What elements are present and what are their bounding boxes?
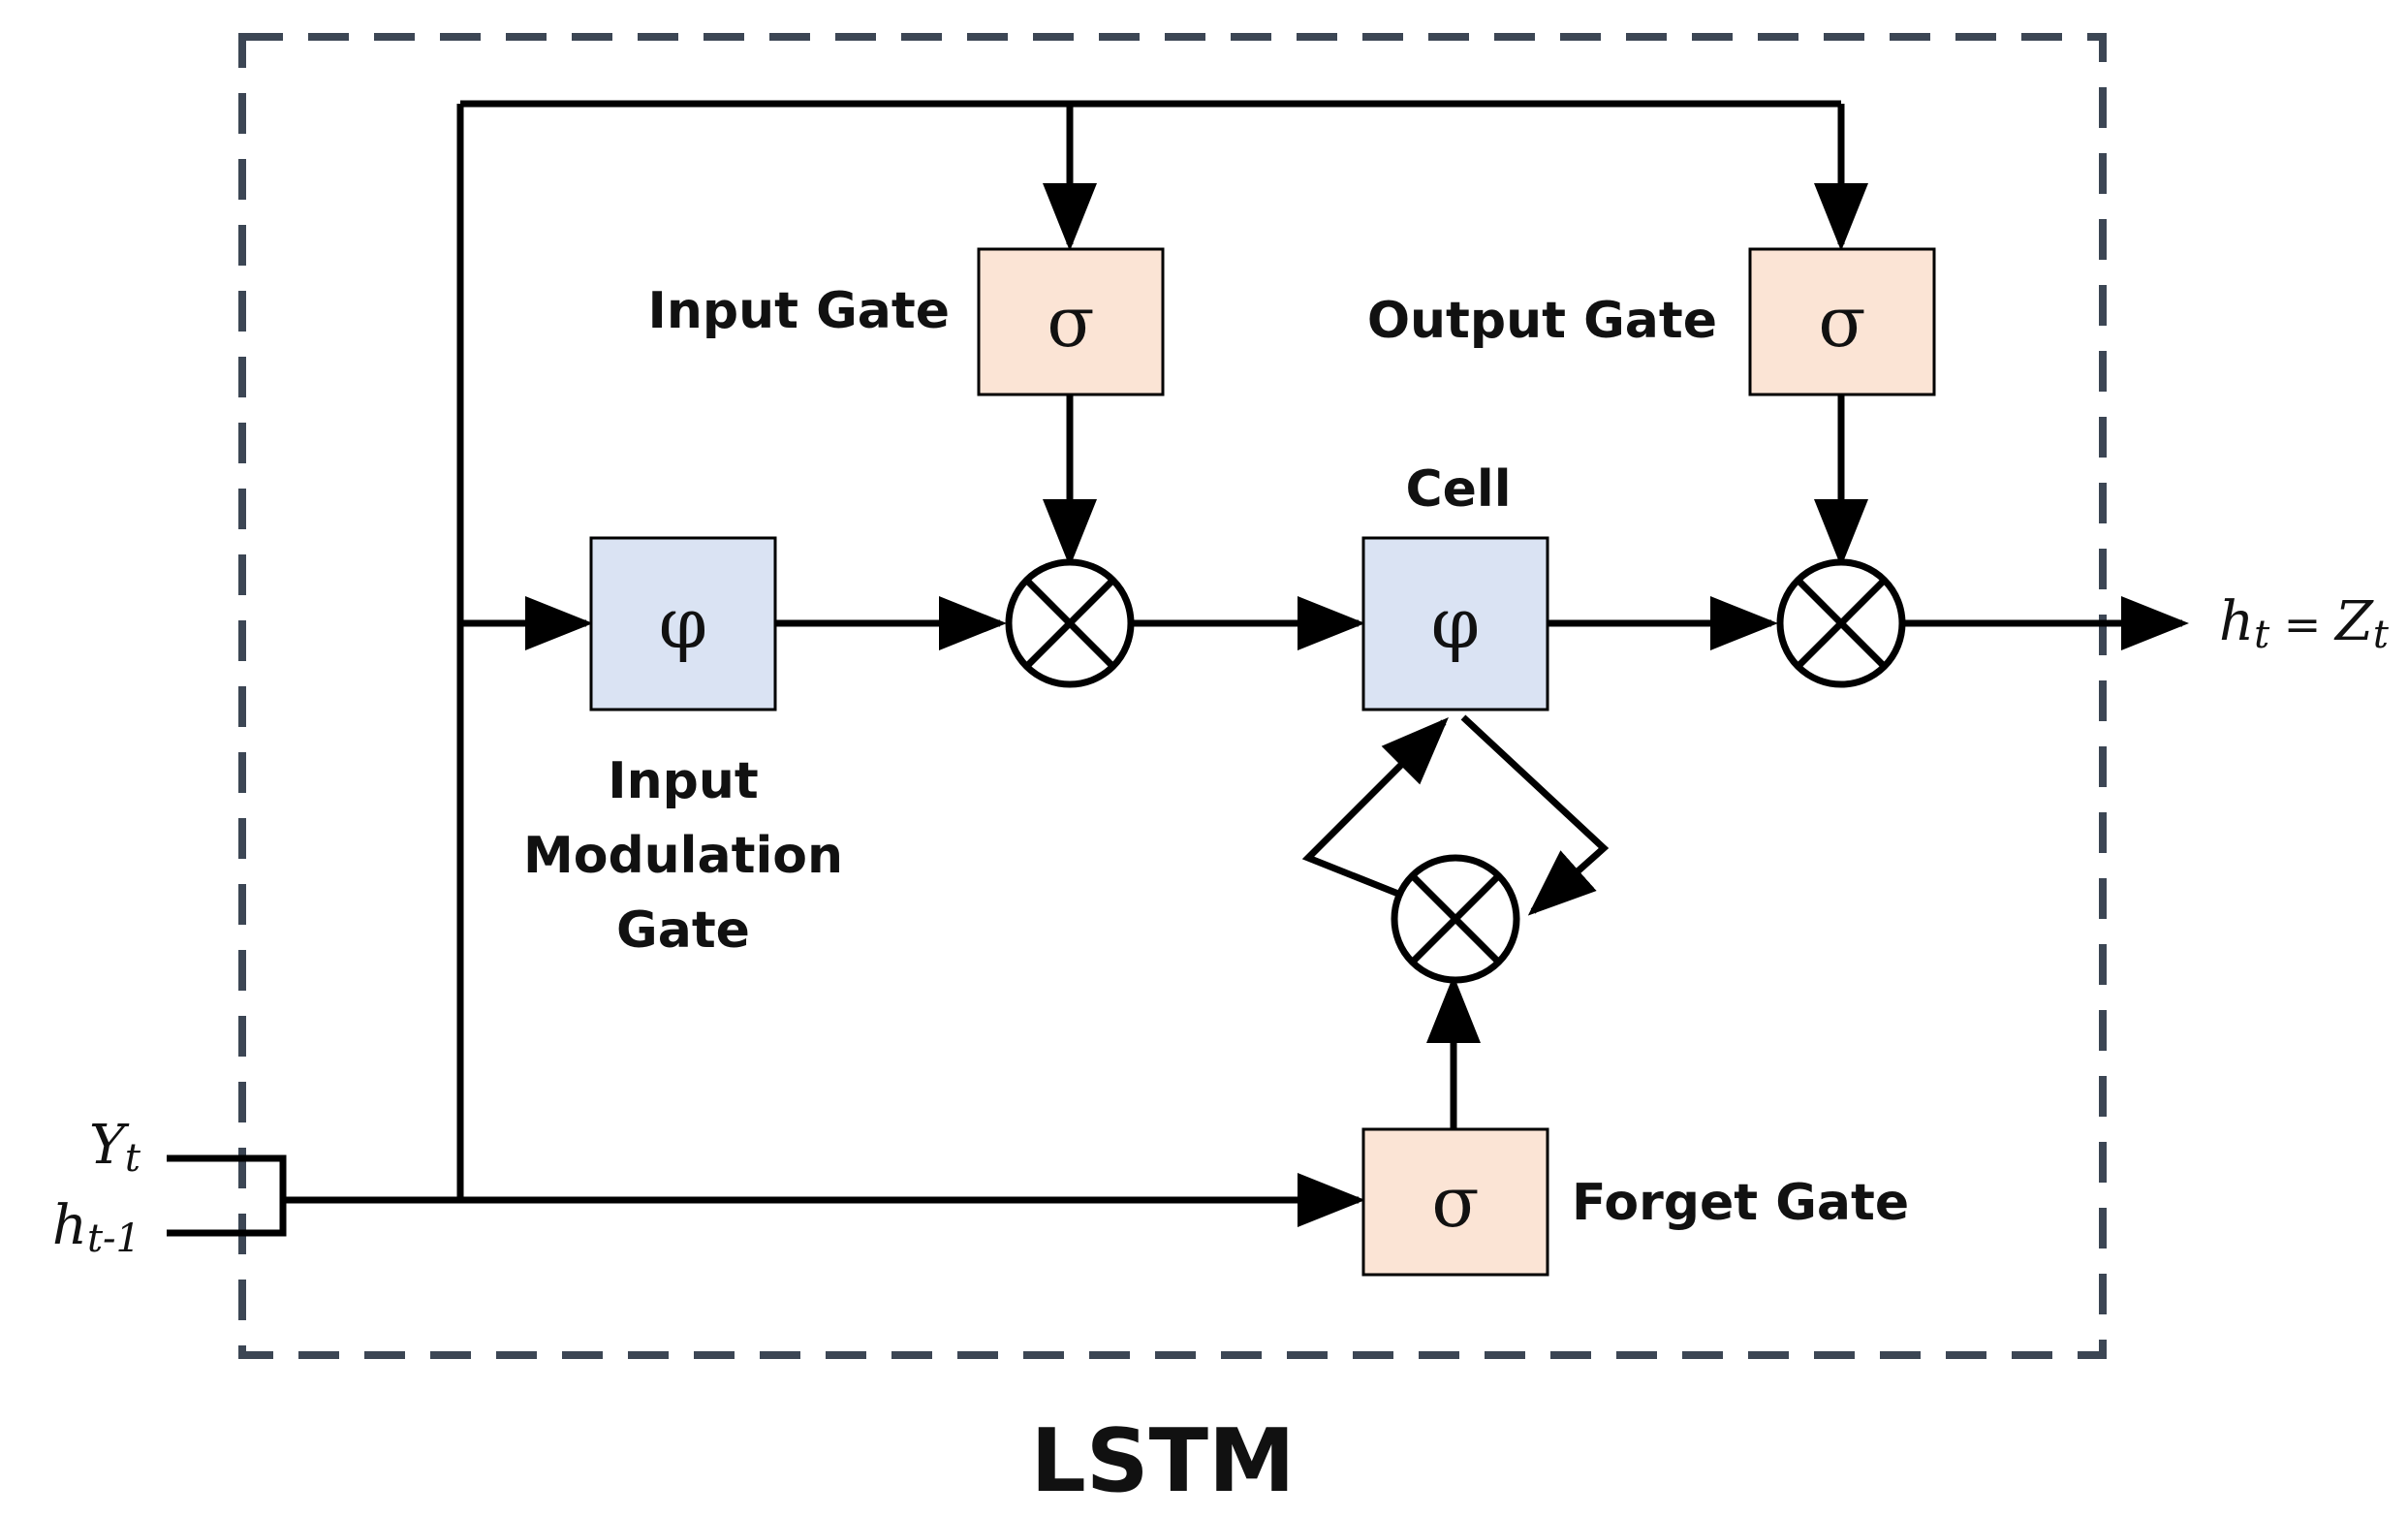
input-modulation-gate-label-line-3: Gate [616,901,750,960]
input-gate-symbol: σ [1047,281,1094,363]
output-gate: σ Output Gate [1367,247,1936,396]
output-gate-box [1748,247,1936,396]
output-label: ht = Zt [2219,590,2390,657]
multiply-icon [1776,558,1906,688]
input-modulation-gate-symbol: φ [659,583,707,664]
connection-lines [456,100,2189,1227]
cell: φ Cell [1361,460,1549,711]
lstm-boundary [238,33,2107,1359]
multiply-icon [1391,854,1520,984]
multiply-icon [1005,558,1135,688]
forget-gate: σ Forget Gate [1361,1127,1909,1277]
cell-box [1361,536,1549,711]
forget-gate-box [1361,1127,1549,1277]
output-gate-label: Output Gate [1367,292,1717,350]
input-x-label: Yt [89,1114,141,1181]
input-gate: σ Input Gate [648,247,1165,396]
forget-gate-label: Forget Gate [1572,1174,1909,1232]
diagram-title: LSTM [1030,1410,1295,1512]
output-gate-symbol: σ [1818,281,1865,363]
input-h-label: ht-1 [52,1194,141,1261]
cell-symbol: φ [1431,583,1480,664]
input-merge-bracket [167,1154,460,1237]
input-gate-label: Input Gate [648,282,950,340]
input-gate-box [977,247,1165,396]
forget-gate-symbol: σ [1431,1161,1479,1243]
cell-label: Cell [1405,460,1511,519]
input-modulation-gate: φ Input Modulation Gate [523,536,843,960]
input-modulation-gate-label-line-1: Input [608,752,758,810]
input-modulation-gate-label-line-2: Modulation [523,827,843,885]
input-modulation-gate-box [589,536,777,711]
